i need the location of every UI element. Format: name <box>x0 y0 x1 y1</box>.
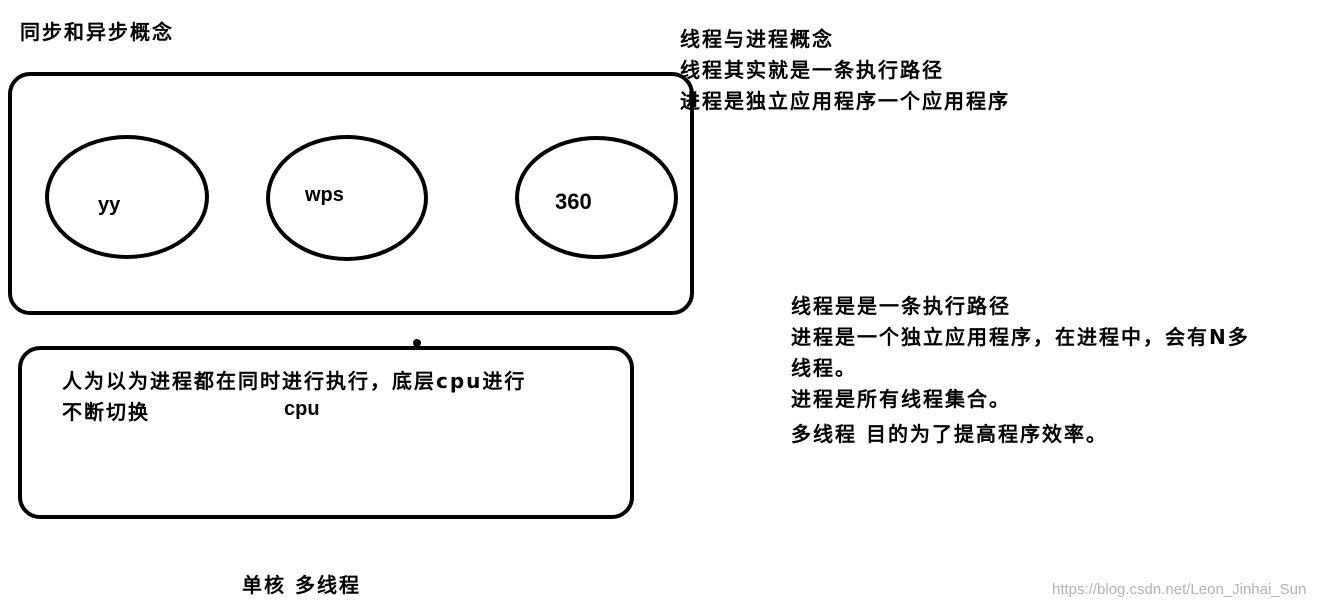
app-label-yy: yy <box>98 194 121 216</box>
cpu-box-text-line2: 不断切换 <box>62 400 150 424</box>
note-right-2: 进程是一个独立应用程序，在进程中，会有N多 <box>791 325 1250 349</box>
cpu-box-text-line1: 人为以为进程都在同时进行执行，底层cpu进行 <box>62 369 527 393</box>
app-label-360: 360 <box>555 189 592 214</box>
bottom-caption: 单核 多线程 <box>242 573 361 597</box>
note-top-2: 线程其实就是一条执行路径 <box>680 58 944 82</box>
note-right-3: 线程。 <box>791 356 857 380</box>
process-box <box>8 72 694 315</box>
note-top-3: 进程是独立应用程序一个应用程序 <box>680 89 1010 113</box>
cpu-box <box>18 346 634 519</box>
cpu-label: cpu <box>284 398 320 420</box>
app-label-wps: wps <box>305 184 344 206</box>
app-ellipse-yy <box>45 135 209 259</box>
note-right-5: 多线程 目的为了提高程序效率。 <box>791 422 1108 446</box>
note-right-4: 进程是所有线程集合。 <box>791 387 1011 411</box>
app-ellipse-wps <box>266 135 428 261</box>
ink-dot <box>413 339 421 347</box>
note-top-1: 线程与进程概念 <box>680 27 834 51</box>
diagram-title: 同步和异步概念 <box>20 20 174 44</box>
app-ellipse-360 <box>515 136 678 259</box>
watermark: https://blog.csdn.net/Leon_Jinhai_Sun <box>1052 581 1307 598</box>
note-right-1: 线程是是一条执行路径 <box>791 294 1011 318</box>
